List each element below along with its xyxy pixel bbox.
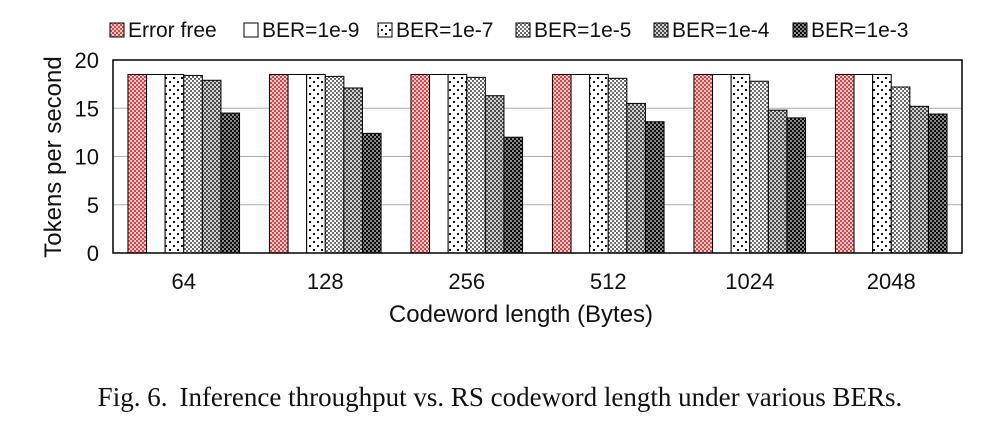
legend-label-ber-1e-5: BER=1e-5 [534,19,631,42]
plot-border [112,59,963,254]
caption-label: Fig. 6. [97,382,168,412]
bar-ber-1e-9-1024 [712,73,732,254]
bar-ber-1e-7-1024 [730,73,751,254]
bar-error-free-512 [551,73,572,254]
bar-ber-1e-7-2048 [872,73,892,254]
x-tick-label: 1024 [725,269,774,294]
legend-swatch-ber-1e-4 [653,22,669,38]
bar-ber-1e-9-64 [146,73,166,254]
bar-ber-1e-4-256 [484,95,505,254]
grid-lines [113,59,962,254]
y-tick-label: 0 [87,241,99,266]
y-tick-label: 5 [87,193,99,218]
legend-label-ber-1e-4: BER=1e-4 [672,19,770,42]
bar-ber-1e-4-64 [201,79,222,254]
x-tick-label: 128 [307,269,344,294]
bar-ber-1e-3-1024 [786,117,807,254]
figure-caption: Fig. 6. Inference throughput vs. RS codew… [0,382,1000,413]
bar-ber-1e-9-2048 [853,73,874,254]
bar-error-free-1024 [693,73,714,254]
bar-ber-1e-4-2048 [909,105,929,254]
bar-ber-1e-7-128 [306,73,326,254]
y-tick-label: 15 [75,96,99,121]
legend-label-ber-1e-7: BER=1e-7 [396,19,493,42]
bar-ber-1e-3-128 [361,132,382,254]
bar-ber-1e-3-64 [220,112,241,254]
bar-ber-1e-9-128 [287,73,308,254]
bar-ber-1e-4-1024 [767,109,788,254]
bar-ber-1e-3-512 [644,121,665,254]
bar-ber-1e-5-128 [324,75,345,254]
x-tick-label: 512 [590,269,627,294]
x-tick-label: 64 [172,269,196,294]
bar-ber-1e-5-512 [607,77,628,254]
bar-ber-1e-7-64 [164,73,185,254]
legend-label-ber-1e-9: BER=1e-9 [262,19,359,42]
legend-swatch-ber-1e-9 [243,22,259,38]
bar-ber-1e-9-256 [429,73,449,254]
bar-ber-1e-5-1024 [749,80,769,254]
y-tick-label: 20 [75,48,99,73]
bars [127,73,948,254]
bar-error-free-128 [268,73,289,254]
bar-ber-1e-5-64 [183,74,203,254]
x-axis-title: Codeword length (Bytes) [389,301,653,328]
bar-ber-1e-9-512 [570,73,591,254]
legend-label-error-free: Error free [128,19,217,42]
legend-swatch-ber-1e-5 [515,22,531,38]
bar-error-free-64 [127,73,148,254]
bar-ber-1e-7-256 [447,73,468,254]
bar-ber-1e-5-256 [466,76,486,254]
bar-ber-1e-3-2048 [927,113,948,254]
x-tick-label: 256 [448,269,485,294]
plot-frame [112,59,963,254]
bar-ber-1e-3-256 [503,136,524,254]
bar-error-free-256 [410,73,431,254]
axes: Codeword length (Bytes) Tokens per secon… [40,48,916,328]
chart-legend: Error free BER=1e-9 BER=1e-7 BER=1e-5 BER=1e… [109,19,908,42]
x-tick-label: 2048 [867,269,916,294]
bar-ber-1e-4-128 [343,87,363,254]
y-tick-label: 10 [75,145,99,170]
bar-ber-1e-7-512 [589,73,609,254]
legend-label-ber-1e-3: BER=1e-3 [811,19,908,42]
legend-swatch-error-free [109,22,125,38]
bar-ber-1e-5-2048 [890,86,911,254]
legend-swatch-ber-1e-3 [792,22,808,38]
legend-swatch-ber-1e-7 [377,22,393,38]
bar-ber-1e-4-512 [626,102,646,254]
caption-text: Inference throughput vs. RS codeword len… [179,382,903,412]
y-axis-title: Tokens per second [40,56,67,257]
bar-error-free-2048 [834,73,855,254]
